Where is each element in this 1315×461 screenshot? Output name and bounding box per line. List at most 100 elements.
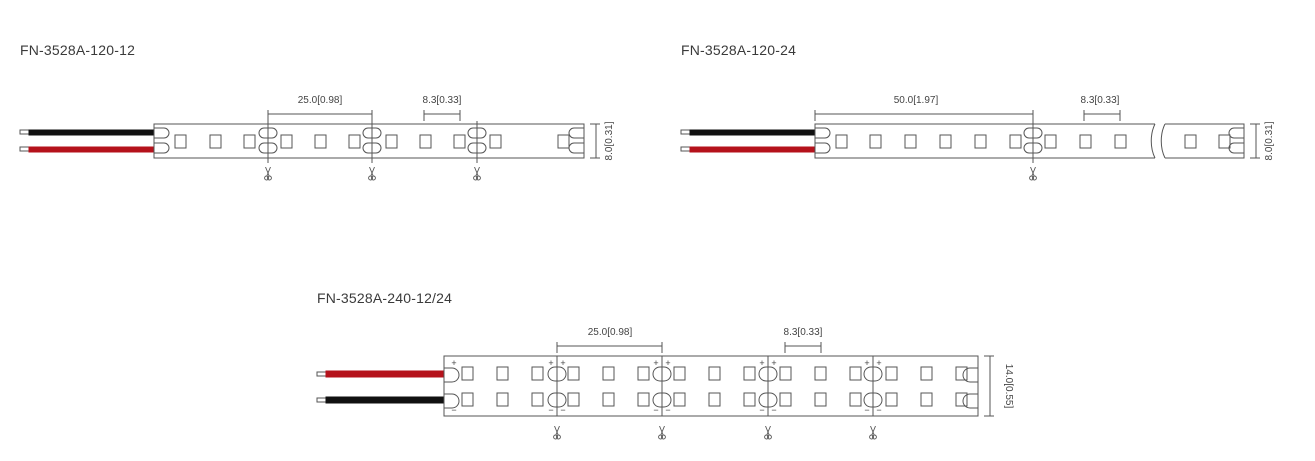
led-chip [1009,134,1022,149]
wire-red [325,370,445,378]
led-chip [779,392,792,407]
cut-pad [258,121,278,163]
strip-3-title: FN-3528A-240-12/24 [317,290,453,306]
minus-sign: − [864,405,869,415]
led-chip [849,392,862,407]
pitch-dimension-line [814,110,1034,121]
break-line [1160,123,1166,159]
minus-sign: − [876,405,881,415]
wire-red [28,146,155,153]
strip-2-pitch-label: 50.0[1.97] [894,95,939,106]
solder-pad [154,127,170,154]
width-dimension-line [984,355,994,417]
minus-sign: − [451,405,456,415]
plus-sign: + [548,358,553,368]
wire-black [325,396,445,404]
led-chip [1184,134,1197,149]
led-chip [885,392,898,407]
strip-1-pitch-label: 25.0[0.98] [298,95,343,106]
led-chip [835,134,848,149]
minus-sign: − [759,405,764,415]
led-chip [904,134,917,149]
led-chip [637,366,650,381]
led-chip [489,134,502,149]
led-chip [1044,134,1057,149]
scissors-icon [553,426,561,440]
strip-1 [19,110,600,163]
scissors-icon [264,167,272,181]
led-chip [920,366,933,381]
wire-tip [19,129,30,135]
led-chip [280,134,293,149]
plus-sign: + [560,358,565,368]
led-spacing-dimension-line [423,110,461,121]
width-dimension-line [1250,123,1260,159]
pcb-outline [153,123,585,159]
scissors-icon [368,167,376,181]
strip-2 [680,110,1260,163]
led-chip [348,134,361,149]
solder-pad [1228,127,1244,154]
led-chip [708,392,721,407]
plus-sign: + [665,358,670,368]
led-chip [1218,134,1231,149]
solder-pad [568,127,584,154]
scissors-icon [658,426,666,440]
led-chip [531,366,544,381]
strip-2-title: FN-3528A-120-24 [681,42,797,58]
strip-3-pitch-label: 25.0[0.98] [588,327,633,338]
led-chip [849,366,862,381]
polarity-signs: +−++−−++−−++−−++−− [451,358,881,415]
led-chip [385,134,398,149]
led-chip [531,392,544,407]
led-spacing-dimension-line [784,342,822,353]
led-chip [743,392,756,407]
led-chip [602,392,615,407]
strip-1-width-label: 8.0[0.31] [604,121,615,160]
led-chip [1114,134,1127,149]
wire-tip [680,146,691,152]
minus-sign: − [771,405,776,415]
led-chip [673,392,686,407]
led-chip [920,392,933,407]
scissors-icon [764,426,772,440]
wire-tip [19,146,30,152]
minus-sign: − [548,405,553,415]
pitch-dimension-line [267,110,373,121]
strip-3-led-spacing-label: 8.3[0.33] [784,327,823,338]
minus-sign: − [653,405,658,415]
led-chip-rows [461,366,968,407]
minus-sign: − [560,405,565,415]
led-chip [939,134,952,149]
cut-pad [1023,121,1043,163]
cut-pad [758,356,778,416]
led-chip [637,392,650,407]
minus-sign: − [665,405,670,415]
led-chip [496,392,509,407]
led-chip [743,366,756,381]
cut-pad [362,121,382,163]
led-chip [955,366,968,381]
solder-pad [815,127,831,154]
led-chip [567,366,580,381]
strip-3 [316,342,994,417]
wire-black [28,129,155,136]
led-chip [314,134,327,149]
break-line [1150,123,1156,159]
scissors-icon [1029,167,1037,181]
strip-2-led-spacing-label: 8.3[0.33] [1081,95,1120,106]
led-chip [174,134,187,149]
plus-sign: + [864,358,869,368]
wire-black [689,129,816,136]
scissors-icon [473,167,481,181]
strip-3-width-label: 14.0[0.55] [1003,364,1014,409]
led-chip [708,366,721,381]
led-chip [209,134,222,149]
led-chip [419,134,432,149]
wire-tip [680,129,691,135]
pitch-dimension-line [556,342,663,353]
solder-pad [962,367,978,409]
pcb-outline-right [1165,123,1245,159]
led-spacing-dimension-line [1083,110,1121,121]
